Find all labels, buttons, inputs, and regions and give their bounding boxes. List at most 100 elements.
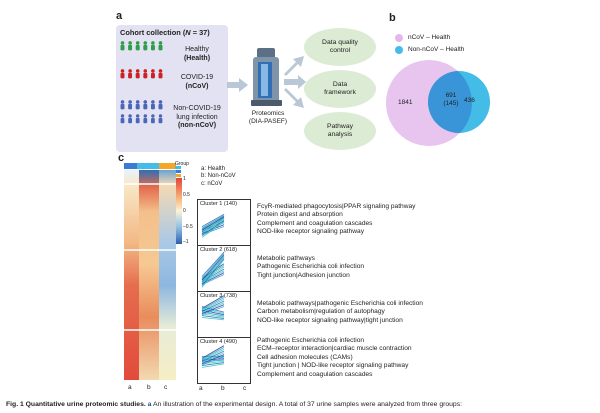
person-icon [128,73,132,79]
venn-diagram [386,60,490,146]
person-icon [120,41,125,45]
cluster-trend-line [201,213,225,227]
person-icon [158,73,163,79]
person-icon [151,41,155,45]
venn-right-count: 436 [464,97,475,104]
cluster-x-a: a [199,385,203,392]
cluster-3-box: Cluster 3 (738) [197,291,251,338]
cluster-trend-line [201,316,225,321]
cluster-2-box: Cluster 2 (618) [197,245,251,292]
cluster-trend-line [201,256,225,285]
person-icon [120,118,125,124]
figure-caption: Fig. 1 Quantitative urine proteomic stud… [6,401,462,408]
cluster-trend-line [201,255,225,283]
person-icon [158,104,163,110]
person-icon [143,69,147,73]
cluster-3-pathways: Metabolic pathways|pathogenic Escherichi… [257,300,423,324]
person-icon [135,104,140,110]
cluster-2-plot [201,251,225,288]
instrument-label: Proteomics(DIA-PASEF) [248,110,288,125]
cluster-4-title: Cluster 4 (490) [200,339,237,345]
heatmap-x-a: a [128,384,132,391]
cluster-trend-line [201,348,225,361]
cluster-trend-line [201,226,225,236]
group-label: Group [175,161,189,167]
person-icon [143,104,148,110]
legend-ncov-dot [395,34,403,42]
cluster-3-plot [201,295,225,321]
group-ncov-label: COVID-19(nCoV) [180,74,214,90]
person-icon [158,114,163,118]
person-icon [151,45,155,51]
venn-overlap-count: 691(145) [443,92,459,107]
person-icon [128,69,132,73]
cluster-trend-line [201,300,225,312]
cohort-box [116,25,228,152]
cluster-trend-line [201,295,225,309]
person-icon [136,100,140,104]
cluster-x-c: c [243,385,247,392]
scale-tick-0.5: 0.5 [183,192,190,198]
cluster-2-title: Cluster 2 (618) [200,247,237,253]
person-icon [143,114,147,118]
person-icon [128,118,132,124]
cluster-trend-line [201,356,225,366]
panel-c-letter: c [118,152,125,164]
cluster-4-plot [201,345,225,368]
person-icon [128,104,132,110]
person-icon [158,41,163,45]
person-icon [136,41,140,45]
cluster-trend-line [201,362,225,367]
cluster-1-pathways: FcγR-mediated phagocytosis|PPAR signalin… [257,203,416,236]
person-icon [151,69,155,73]
cluster-trend-line [201,350,225,362]
person-icon [135,73,140,79]
person-icon [128,114,132,118]
cluster-trend-line [201,259,225,288]
heatmap-x-c: c [164,384,168,391]
color-scale [176,178,182,244]
cluster-trend-line [201,258,225,286]
cohort-arrow [227,78,248,92]
scale-tick-neg0.5: –0.5 [183,224,193,230]
person-icon [151,118,155,124]
scale-tick-0: 0 [183,208,186,214]
person-icon [151,73,155,79]
group-swatch-2 [175,170,181,173]
cluster-trend-line [201,306,225,316]
cluster-trend-line [201,315,225,319]
cluster-trend-line [201,253,225,279]
cluster-trend-line [201,297,225,310]
person-icon [135,45,140,51]
cluster-trend-line [201,311,225,317]
person-icon [158,118,163,124]
person-icon [120,100,125,104]
person-icon [158,45,163,51]
scale-tick-1: 1 [183,176,186,182]
cluster-3-title: Cluster 3 (738) [200,293,237,299]
person-icon [128,100,132,104]
step-arrows [284,56,306,108]
legend-nonncov-dot [395,46,403,54]
cluster-trend-line [201,302,225,313]
cluster-trend-line [201,218,225,235]
panel-a-letter: a [116,10,123,22]
person-icon [143,41,147,45]
person-icon [151,114,155,118]
cluster-1-plot [201,213,225,238]
person-icon [128,41,132,45]
cluster-trend-line [201,363,225,368]
cluster-trend-line [201,221,225,238]
cluster-trend-line [201,352,225,363]
group-swatch-3 [175,174,181,177]
group-swatch-1 [175,166,181,169]
panel-b-letter: b [389,12,396,24]
person-icon [120,69,125,73]
cluster-trend-line [201,254,225,281]
group-legend: a: Health b: Non-nCoV c: nCoV [201,166,236,187]
cluster-1-box: Cluster 1 (140) [197,199,251,246]
